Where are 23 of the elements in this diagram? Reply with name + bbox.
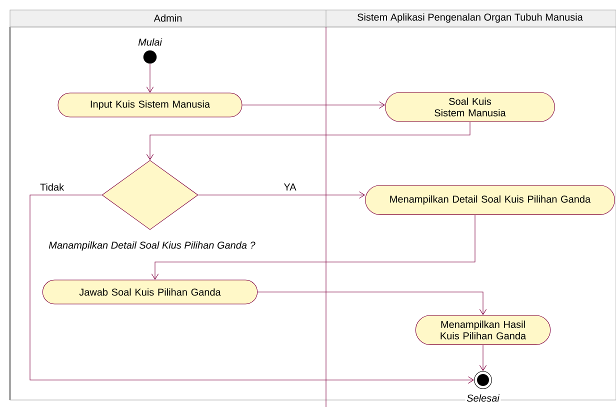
action-box: Input Kuis Sistem Manusia [58,92,242,118]
arrow [257,292,487,316]
node-caption: Selesai [466,394,500,402]
arrow [242,101,386,109]
initial-node [143,50,157,64]
arrow [479,344,487,372]
lane-header: Sistem Aplikasi Pengenalan Organ Tubuh Manusia [358,13,583,23]
final-node [474,371,492,389]
lane-header: Admin [154,14,182,22]
node-caption: Manampilkan Detail Soal Kius Pilihan Ganda ? [48,241,256,251]
action-box: Menampilkan Hasil Kuis Pilihan Ganda [415,315,551,345]
edge-label: YA [284,184,296,190]
action-box: Soal Kuis Sistem Manusia [385,92,555,122]
arrow [146,64,154,93]
arrow [198,191,366,199]
arrow [151,214,476,280]
arrow [146,122,470,160]
arrow [30,194,474,384]
action-box: Menampilkan Detail Soal Kuis Pilihan Ganda [365,185,615,215]
decision-diamond [102,160,198,230]
edge-label: Tidak [40,183,64,191]
action-box: Jawab Soal Kuis Pilihan Ganda [42,280,258,304]
node-caption: Mulai [138,38,162,46]
